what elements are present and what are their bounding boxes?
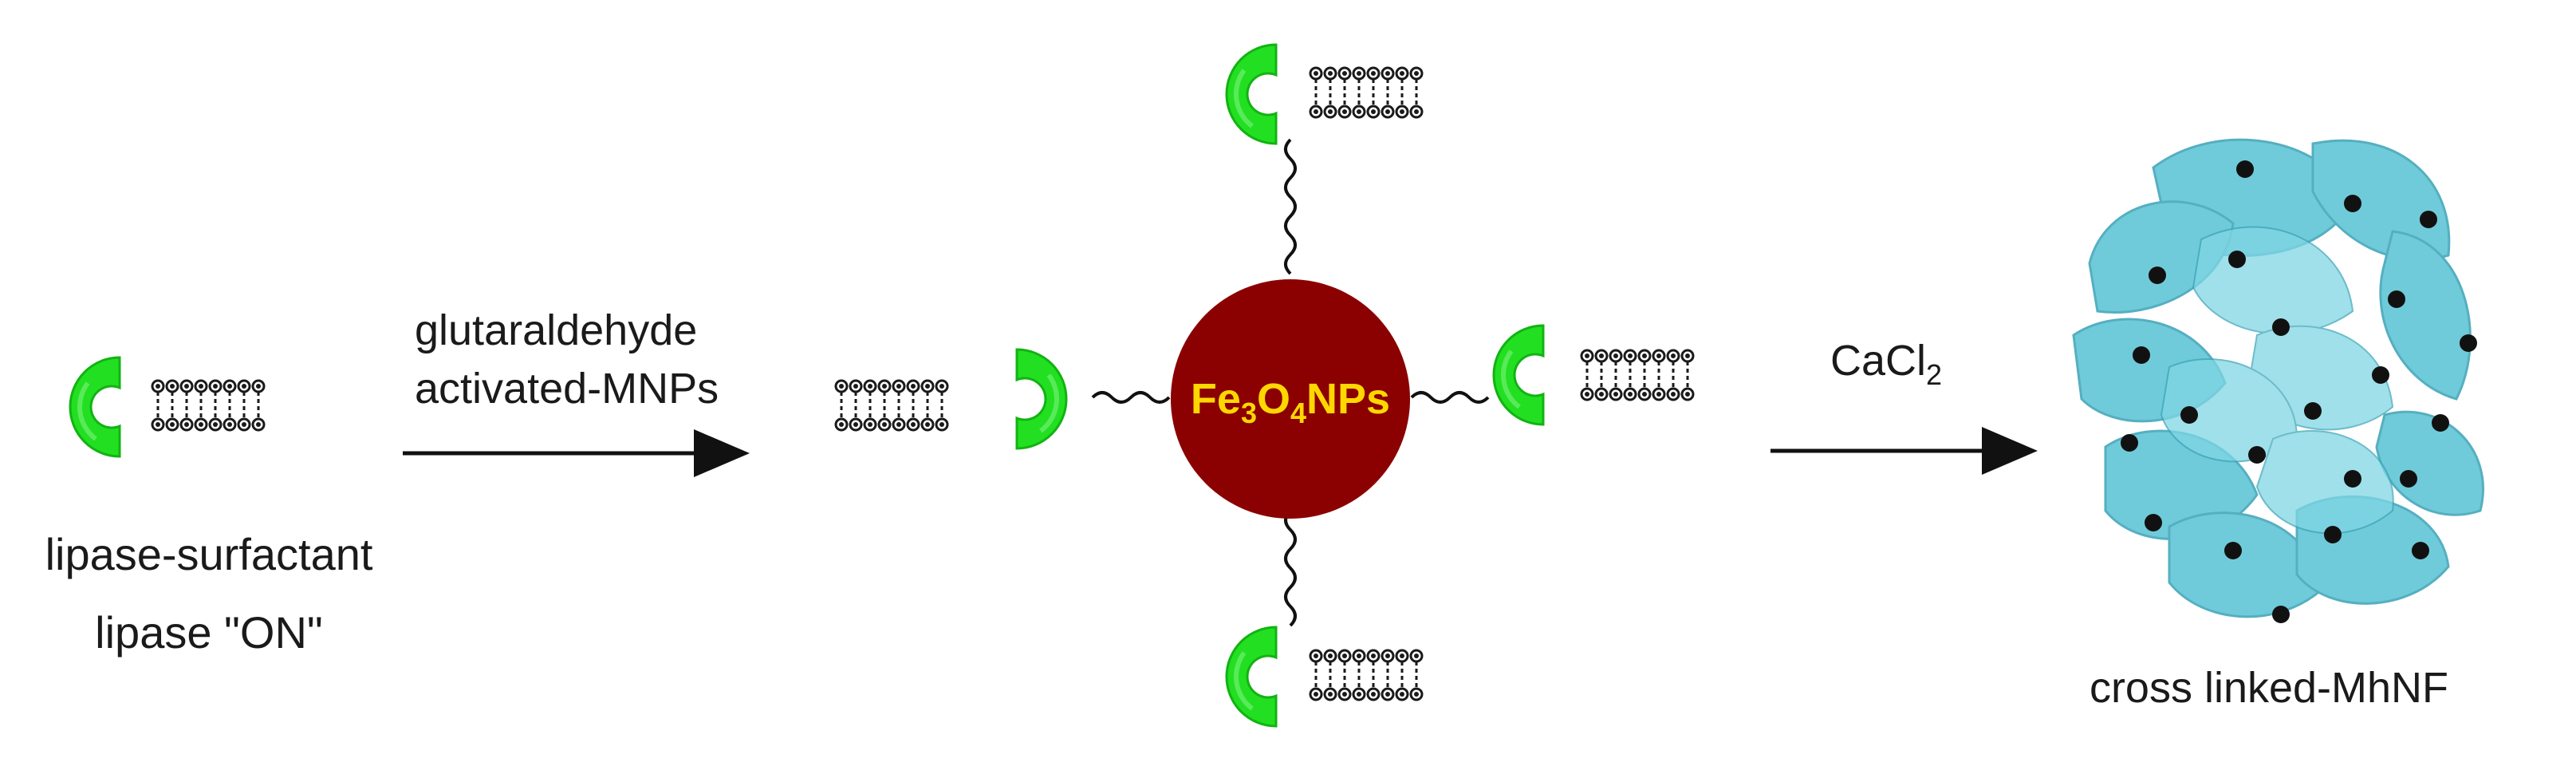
lipase-left <box>834 350 1066 448</box>
lipase-surfactant-complex <box>70 357 266 456</box>
linker-chains <box>1091 138 1490 627</box>
lipase-top <box>1227 45 1424 144</box>
step1-reagent-line1: glutaraldehyde <box>415 306 697 354</box>
left-caption-line1: lipase-surfactant <box>45 529 373 579</box>
left-caption-line2: lipase "ON" <box>95 607 323 658</box>
fe3o4-nanoparticle <box>1171 279 1410 519</box>
nanoparticle-label: Fe3O4NPs <box>1191 375 1390 429</box>
surfactant-bilayer-icon <box>151 379 266 432</box>
step2-reagent: CaCl2 <box>1830 337 1942 391</box>
nanoflower-icon <box>2072 138 2484 623</box>
lipase-bottom <box>1227 627 1424 726</box>
lipase-icon <box>70 357 120 456</box>
step1-reagent-line2: activated-MNPs <box>415 365 719 413</box>
right-caption: cross linked-MhNF <box>2090 664 2448 712</box>
lipase-right <box>1494 326 1695 425</box>
